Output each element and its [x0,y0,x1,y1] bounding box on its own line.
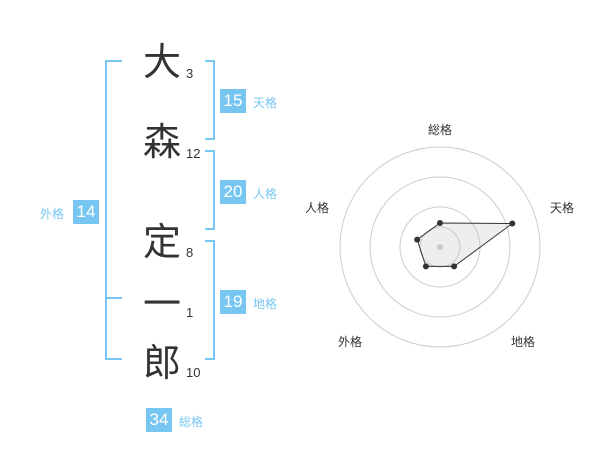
radar-point-4 [422,263,429,270]
tenkaku-value: 15 [220,89,246,113]
name-char-4: 一 [142,282,181,326]
jinkaku-bracket [205,150,215,230]
radar-point-5 [414,236,421,243]
radar-point-1 [437,220,443,226]
name-char-5: 郎 [142,341,181,385]
tenkaku-label: 天格 [253,96,278,110]
stroke-count-4: 1 [186,305,194,320]
radar-axis-label-2: 天格 [550,201,575,215]
stroke-count-3: 8 [186,245,194,260]
name-char-2: 森 [142,120,181,164]
stroke-count-5: 10 [186,365,201,380]
radar-ring-3 [369,176,511,318]
jinkaku-label: 人格 [253,187,278,201]
radar-axis-label-1: 総格 [428,123,453,137]
stroke-count-2: 12 [186,146,201,161]
gaikaku-bracket-mid [105,297,122,299]
chikaku-label: 地格 [253,297,278,311]
radar-point-3 [451,263,458,270]
gaikaku-value: 14 [73,200,99,224]
radar-axis-label-3: 地格 [511,335,536,349]
name-char-3: 定 [142,220,181,264]
chikaku-bracket [205,240,215,360]
stroke-count-1: 3 [186,66,194,81]
radar-shape [416,222,514,267]
chikaku-value: 19 [220,290,246,314]
name-char-1: 大 [142,40,181,84]
gaikaku-label: 外格 [40,207,65,221]
soukaku-value: 34 [146,408,172,432]
gaikaku-bracket [105,60,122,360]
radar-point-2 [509,220,516,227]
radar-axis-label-5: 人格 [305,201,330,215]
jinkaku-value: 20 [220,180,246,204]
soukaku-label: 総格 [179,415,204,429]
radar-ring-4 [339,146,541,348]
radar-center [437,244,443,250]
radar-axis-label-4: 外格 [338,335,363,349]
tenkaku-bracket [205,60,215,140]
